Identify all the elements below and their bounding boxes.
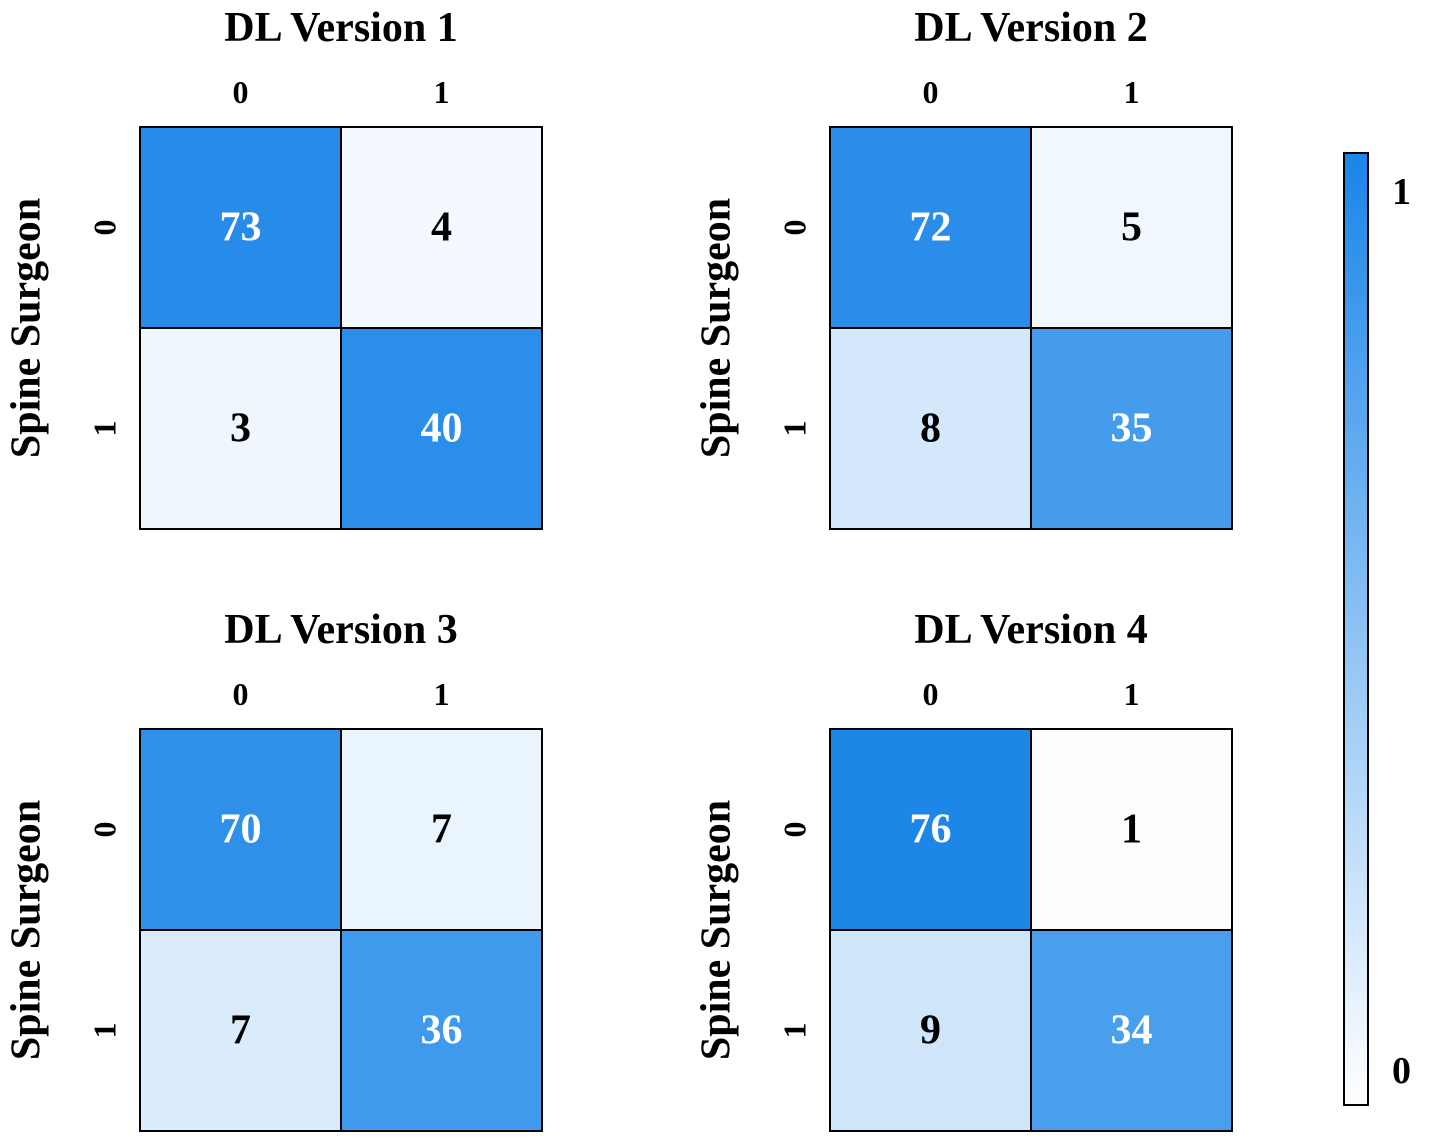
x-tick-label: 1	[1124, 74, 1140, 110]
heatmap-cell	[829, 327, 1032, 530]
cell-value-label: 73	[220, 205, 262, 251]
cell-value-label: 1	[1121, 807, 1142, 853]
x-tick-label: 0	[923, 74, 939, 110]
cell-value-label: 35	[1111, 406, 1153, 452]
y-tick-label: 1	[776, 1023, 812, 1039]
cell-value-label: 70	[220, 807, 262, 853]
panel-title: DL Version 4	[914, 607, 1147, 653]
x-tick-label: 0	[233, 74, 249, 110]
cell-value-label: 9	[920, 1008, 941, 1054]
y-tick-label: 0	[776, 220, 812, 236]
cell-value-label: 7	[431, 807, 452, 853]
y-tick-label: 1	[86, 421, 122, 437]
heatmap-cell	[829, 126, 1032, 329]
y-axis-label: Spine Surgeon	[4, 198, 50, 458]
panel-title: DL Version 3	[224, 607, 457, 653]
heatmap-cell	[829, 728, 1032, 931]
y-tick-label: 1	[86, 1023, 122, 1039]
colorbar-max-label: 1	[1392, 171, 1411, 213]
y-tick-label: 1	[776, 421, 812, 437]
colorbar-gradient	[1343, 152, 1369, 1106]
panel-title: DL Version 2	[914, 5, 1147, 51]
heatmap-cell	[1030, 929, 1233, 1132]
cell-value-label: 7	[230, 1008, 251, 1054]
cell-value-label: 36	[421, 1008, 463, 1054]
heatmap-cell	[340, 929, 543, 1132]
cell-value-label: 40	[421, 406, 463, 452]
cell-value-label: 34	[1111, 1008, 1153, 1054]
cell-value-label: 5	[1121, 205, 1142, 251]
colorbar: 1 0	[1343, 152, 1411, 1106]
heatmap-cell	[340, 728, 543, 931]
heatmap-cell	[139, 327, 342, 530]
y-axis-label: Spine Surgeon	[694, 800, 740, 1060]
heatmap-cell	[340, 327, 543, 530]
heatmap-cell	[139, 126, 342, 329]
x-tick-label: 0	[233, 676, 249, 712]
heatmap-cell	[1030, 728, 1233, 931]
heatmap-cell	[1030, 327, 1233, 530]
heatmap-cell	[829, 929, 1032, 1132]
x-tick-label: 1	[434, 676, 450, 712]
y-axis-label: Spine Surgeon	[4, 800, 50, 1060]
x-tick-label: 1	[434, 74, 450, 110]
heatmap-cell	[1030, 126, 1233, 329]
heatmap-cell	[340, 126, 543, 329]
cell-value-label: 3	[230, 406, 251, 452]
y-tick-label: 0	[86, 220, 122, 236]
x-tick-label: 1	[1124, 676, 1140, 712]
y-axis-label: Spine Surgeon	[694, 198, 740, 458]
y-tick-label: 0	[86, 822, 122, 838]
panel-title: DL Version 1	[224, 5, 457, 51]
y-tick-label: 0	[776, 822, 812, 838]
cell-value-label: 8	[920, 406, 941, 452]
x-tick-label: 0	[923, 676, 939, 712]
colorbar-min-label: 0	[1392, 1050, 1411, 1092]
cell-value-label: 76	[910, 807, 952, 853]
cell-value-label: 72	[910, 205, 952, 251]
cell-value-label: 4	[431, 205, 452, 251]
